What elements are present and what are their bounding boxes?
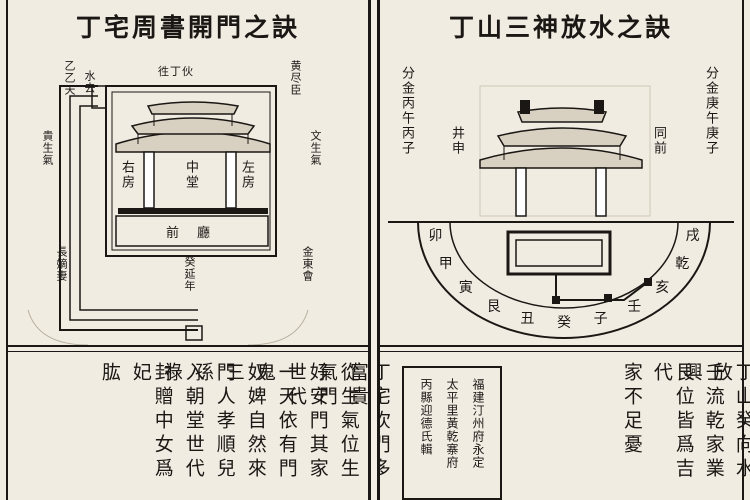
right-label: 文生氣 [309, 130, 322, 166]
ring-char: 乾 [675, 255, 690, 272]
pillar-1 [143, 151, 155, 209]
ring-char: 壬 [627, 298, 642, 315]
house-inner-wall [111, 91, 271, 251]
right-text-column: 艮位皆爲吉代 [650, 362, 695, 482]
pavilion-roof-top [146, 101, 240, 115]
tl-label-2: 水去 [83, 70, 96, 94]
ring-char: 子 [593, 310, 608, 327]
ring-char: 寅 [458, 280, 473, 297]
pavilion-roof-top [516, 107, 608, 123]
left-text-column: 奴婢自然來三 [222, 362, 267, 482]
left-text-column: 從生氣位生氣門 [315, 362, 360, 482]
right-diagram [388, 85, 734, 339]
pillar-2 [595, 167, 607, 217]
note-box: 福建汀州府永定太平里黃乾寨府丙縣迎德氏輯 [402, 366, 502, 500]
hall-left-label: 右房 [119, 160, 134, 190]
ring-char: 癸 [557, 315, 571, 331]
central-tablet [506, 230, 612, 276]
right-text-column: 丁山癸向水放 [710, 362, 750, 482]
left-title: 丁宅周書開門之訣 [75, 13, 300, 42]
ring-outer [417, 221, 711, 339]
bottom-label: 癸延年 [183, 256, 196, 292]
left-text-column: 封贈中女爲妃 [129, 362, 174, 482]
ring-char: 甲 [438, 255, 453, 272]
note-column: 太平里黃乾寨府 [445, 378, 459, 469]
right-divider-2 [380, 351, 742, 352]
ring-char: 艮 [486, 298, 501, 315]
house-outer-wall [105, 85, 277, 257]
tr-label: 黄尽臣 [289, 60, 302, 96]
right-text-column: 壬流乾家業興 [680, 362, 725, 482]
left-column-text: 分金丙午丙子 [399, 66, 414, 156]
well-label: 井申 [449, 126, 464, 156]
gate-marker-top [91, 85, 107, 109]
pillar-1 [515, 167, 527, 217]
ring-char: 丑 [520, 310, 535, 327]
bl-label: 長嫡妻 [55, 246, 68, 282]
left-panel: 丁宅周書開門之訣 [6, 0, 391, 500]
center-gutter [370, 0, 378, 500]
pavilion-roof-lower [479, 147, 643, 169]
right-title: 丁山三神放水之訣 [448, 13, 673, 42]
pavilion-base [118, 208, 268, 214]
top-label: 徃丁伙 [158, 65, 194, 78]
ring-char: 亥 [655, 280, 670, 297]
left-diagram [27, 85, 309, 345]
br-label: 金東會 [301, 246, 314, 282]
pillar-2 [225, 151, 237, 209]
right-panel: 丁山三神放水之訣 分金丙午丙子 [378, 0, 750, 500]
ring-inner [449, 221, 679, 309]
water-route [555, 274, 649, 301]
left-text-column: 入朝堂世代祿 [160, 362, 205, 482]
pavilion-roof-upper [496, 127, 628, 147]
gate-marker-bottom [185, 325, 203, 341]
left-text-column: 好安門其家世代 [284, 362, 329, 482]
same-front-label: 同前 [651, 126, 666, 156]
left-text-column: 肱 [98, 362, 121, 386]
tl-label: 乙乙天 [63, 60, 76, 96]
inner-path [79, 105, 198, 311]
right-column-text: 分金庚午庚子 [703, 66, 718, 156]
pavilion-roof-lower [115, 131, 271, 153]
hall-right-label: 左房 [239, 160, 254, 190]
left-label: 貴生氣 [41, 130, 54, 166]
front-hall-box [115, 215, 269, 247]
right-text-column: 家不足憂 [620, 362, 643, 458]
left-text-column: 一天依有門鬼 [253, 362, 298, 482]
left-text-column: 門人孝順兒孫 [191, 362, 236, 482]
note-column: 福建汀州府永定 [471, 378, 485, 469]
ring-char: 卯 [428, 228, 443, 245]
left-divider-2 [8, 351, 368, 352]
right-divider-1 [380, 345, 742, 347]
note-column: 丙縣迎德氏輯 [419, 378, 433, 456]
ring-char: 戌 [685, 228, 700, 245]
left-divider-1 [8, 345, 368, 347]
outer-path [59, 85, 198, 331]
front-hall-label: 前廳 [166, 226, 229, 241]
pavilion-roof-upper [130, 117, 256, 135]
hall-mid-label: 中堂 [183, 160, 198, 190]
middle-path [69, 95, 198, 321]
